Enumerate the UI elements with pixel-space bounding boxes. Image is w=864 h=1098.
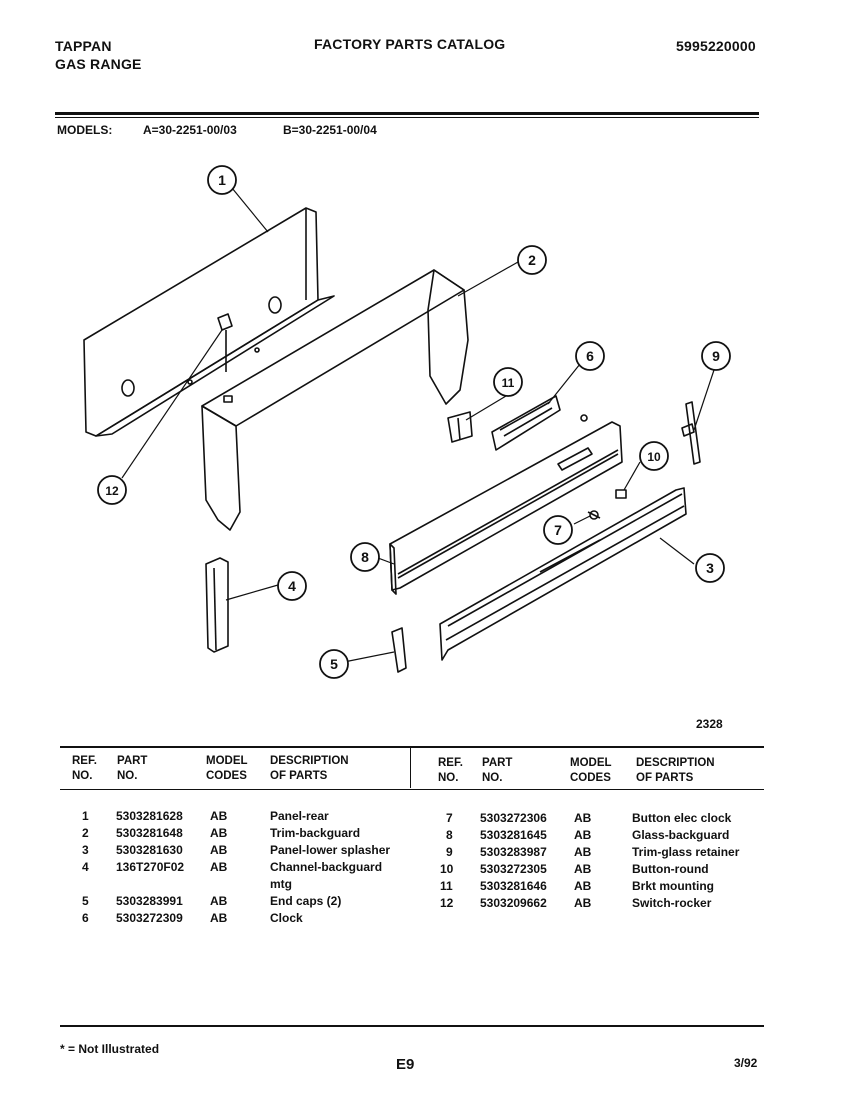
header-rule-top: [55, 112, 759, 115]
callout-label-8: 8: [361, 549, 369, 565]
callout-8: [350, 542, 380, 572]
part-backguard-trim: [201, 269, 469, 531]
not-illustrated-note: * = Not Illustrated: [60, 1042, 160, 1056]
part-lower-splasher-panel: [439, 487, 687, 661]
catalog-title: FACTORY PARTS CATALOG: [314, 36, 506, 52]
callout-label-2: 2: [528, 252, 536, 268]
model-b: B=30-2251-00/04: [283, 123, 377, 137]
table-rule-top: [60, 746, 764, 748]
figure-number: 2328: [696, 717, 723, 731]
catalog-number: 5995220000: [676, 38, 756, 54]
callout-7: [543, 515, 573, 545]
callout-4: [277, 571, 307, 601]
callout-label-3: 3: [706, 560, 714, 576]
revision-date: 3/92: [734, 1056, 758, 1070]
callout-label-5: 5: [330, 656, 338, 672]
callout-label-1: 1: [218, 172, 226, 188]
page-number: E9: [396, 1056, 415, 1073]
model-a: A=30-2251-00/03: [143, 123, 237, 137]
part-channel-backguard: [205, 557, 229, 653]
callout-label-6: 6: [586, 348, 594, 364]
callout-11: [493, 367, 523, 397]
exploded-parts-diagram: 1 2 3 4 5 6 7 8 9 10 11 12 2328: [83, 165, 731, 731]
part-rear-panel: [83, 207, 335, 437]
callout-12: [97, 475, 127, 505]
callout-1: [207, 165, 237, 195]
product-name: GAS RANGE: [55, 56, 142, 72]
part-backguard-glass: [389, 421, 623, 595]
callout-2: [517, 245, 547, 275]
part-mounting-bracket: [447, 411, 473, 443]
header-rule-bottom: [55, 117, 759, 118]
callout-6: [575, 341, 605, 371]
callout-label-12: 12: [105, 484, 119, 498]
callout-label-11: 11: [502, 376, 515, 390]
models-label: MODELS:: [57, 123, 113, 137]
callout-label-9: 9: [712, 348, 720, 364]
left-ref-header: REF.NO.: [72, 755, 97, 782]
part-rocker-switch: [217, 313, 233, 372]
part-round-button: [615, 489, 627, 499]
callout-label-4: 4: [288, 578, 296, 594]
callout-label-10: 10: [647, 450, 661, 464]
callout-5: [319, 649, 349, 679]
callout-9: [701, 341, 731, 371]
table-rule-bottom: [60, 1025, 764, 1027]
part-clock: [491, 395, 588, 451]
callout-label-7: 7: [554, 522, 562, 538]
callout-10: [639, 441, 669, 471]
part-clock-button: [587, 510, 601, 520]
right-ref-header: REF.NO.: [438, 757, 463, 784]
part-end-cap: [391, 627, 407, 673]
brand-name: TAPPAN: [55, 38, 112, 54]
callout-3: [695, 553, 725, 583]
table-divider: [410, 748, 411, 788]
table-header-rule: [60, 789, 764, 790]
part-glass-retainer: [681, 401, 701, 465]
